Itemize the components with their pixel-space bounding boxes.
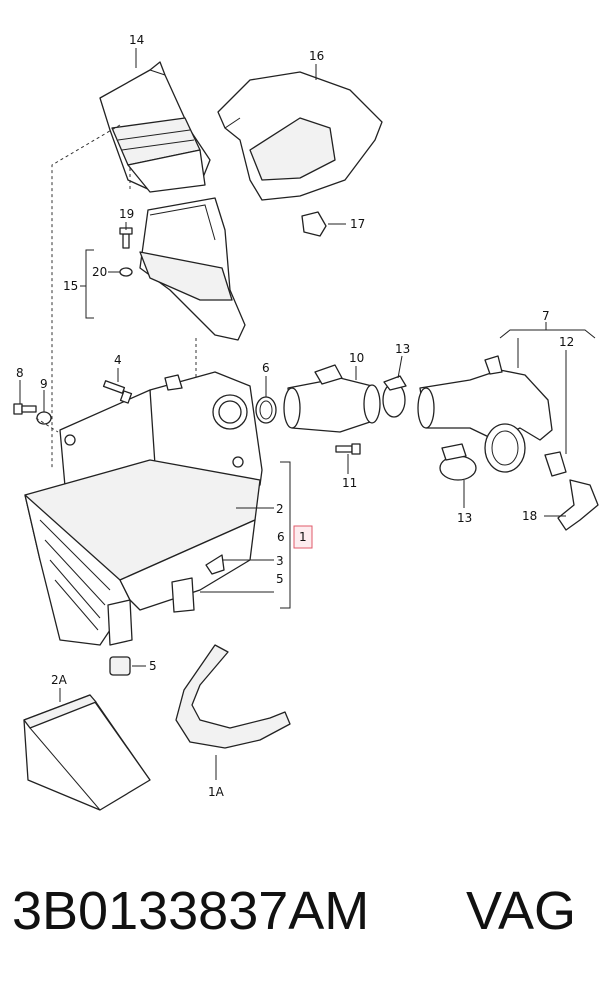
- label-16: 16: [309, 49, 324, 63]
- dashed-guides: [35, 124, 197, 470]
- part-6-o-ring: [255, 396, 277, 424]
- label-5-housing: 5: [276, 572, 284, 586]
- part-13-clamp-lower: [439, 443, 477, 481]
- label-3: 3: [276, 554, 284, 568]
- label-11: 11: [342, 476, 357, 490]
- label-6: 6: [277, 530, 285, 544]
- part-labels: 14 16 17 19 20 15 7 12 13 10 8 9 4 6 11 …: [16, 33, 574, 799]
- part-10-air-flow-sensor: [283, 364, 381, 433]
- part-13-clamp-upper: [382, 375, 407, 418]
- part-15-bracket-duct: [139, 197, 246, 341]
- leader-lines: [19, 48, 596, 780]
- label-5-mount: 5: [149, 659, 157, 673]
- part-18-vent-hose: [557, 479, 599, 531]
- part-11-screw: [335, 443, 361, 455]
- part-5-rubber-mount: [109, 656, 131, 676]
- brand-name: VAG: [466, 881, 577, 941]
- part-2a-scoop: [23, 694, 151, 811]
- label-2: 2: [276, 502, 284, 516]
- part-number: 3B0133837AM: [12, 881, 370, 941]
- part-17-clip: [301, 211, 327, 237]
- part-9-grommet: [36, 411, 52, 425]
- footer: 3B0133837AM VAG: [0, 880, 600, 970]
- highlight-part-1: [293, 525, 313, 549]
- label-14: 14: [129, 33, 144, 47]
- part-1a-seal: [175, 644, 291, 749]
- label-13-lower: 13: [457, 511, 472, 525]
- label-17: 17: [350, 217, 365, 231]
- label-12: 12: [559, 335, 574, 349]
- part-7-intake-hose: [417, 355, 553, 473]
- part-16-cover: [217, 71, 383, 201]
- part-1-air-filter-housing: [24, 371, 263, 646]
- part-19-screw: [119, 227, 133, 249]
- part-12-vent-fitting: [544, 451, 567, 477]
- label-4: 4: [114, 353, 122, 367]
- label-9: 9: [40, 377, 48, 391]
- part-14-intake-duct: [99, 61, 211, 193]
- exploded-parts-diagram: 14 16 17 19 20 15 7 12 13 10 8 9 4 6 11 …: [13, 33, 599, 811]
- label-19: 19: [119, 207, 134, 221]
- label-6-ring: 6: [262, 361, 270, 375]
- part-20-washer: [119, 267, 133, 277]
- label-13-upper: 13: [395, 342, 410, 356]
- part-4-screw: [102, 380, 133, 404]
- label-1a: 1A: [208, 785, 225, 799]
- label-10: 10: [349, 351, 364, 365]
- label-1: 1: [299, 530, 307, 544]
- label-2a: 2A: [51, 673, 68, 687]
- label-8: 8: [16, 366, 24, 380]
- label-20: 20: [92, 265, 107, 279]
- label-7: 7: [542, 309, 550, 323]
- label-15: 15: [63, 279, 78, 293]
- label-18: 18: [522, 509, 537, 523]
- part-8-bolt: [13, 403, 37, 415]
- part-3-clip: [205, 554, 225, 575]
